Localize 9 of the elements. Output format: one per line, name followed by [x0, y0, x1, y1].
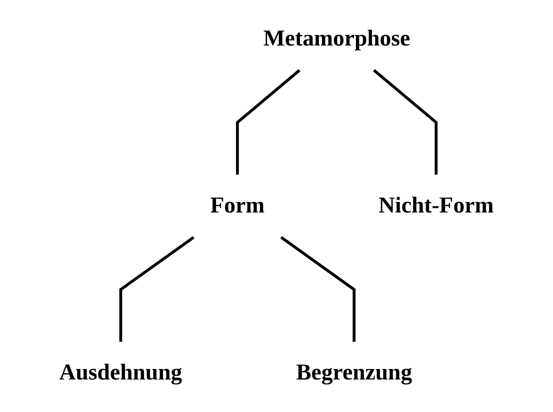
node-text: Metamorphose [263, 26, 410, 52]
connector [236, 69, 300, 175]
connector [373, 69, 438, 175]
node-text: Begrenzung [296, 360, 412, 386]
node-text: Nicht-Form [378, 194, 494, 218]
connector [119, 236, 194, 342]
node-text: Form [210, 194, 265, 218]
connector [280, 236, 356, 342]
node-text: Ausdehnung [59, 360, 182, 386]
